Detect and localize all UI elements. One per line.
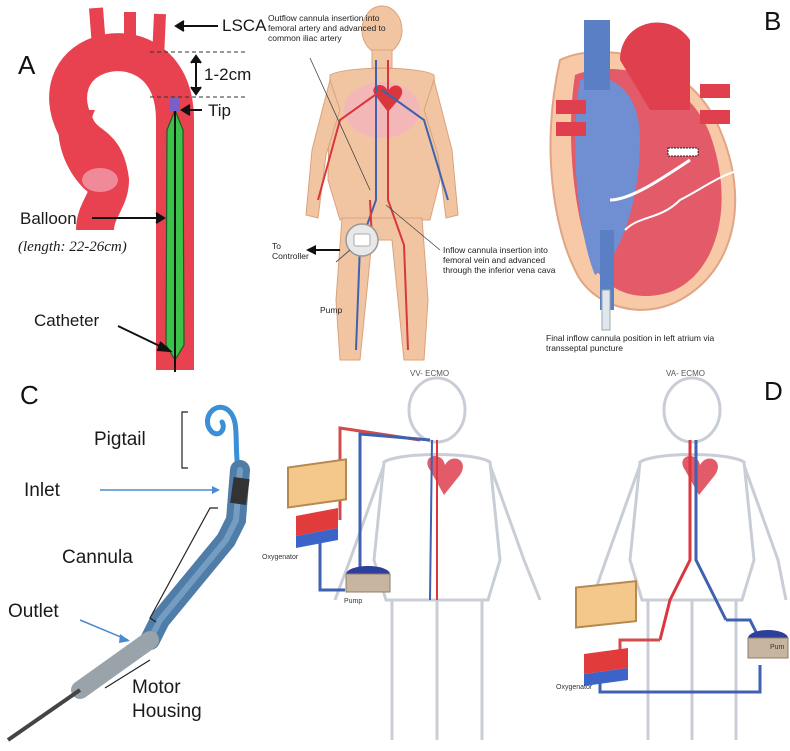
vv-oxygenator-label: Oxygenator (262, 554, 298, 561)
outflow-note: Outflow cannula insertion into femoral a… (268, 14, 388, 43)
vv-pump-label: Pump (344, 598, 362, 605)
to-controller-label: To Controller (272, 242, 312, 262)
panel-d-letter: D (764, 378, 783, 404)
va-ecmo-title: VA- ECMO (666, 370, 705, 378)
va-oxygenator-label: Oxygenator (556, 684, 592, 691)
catheter-label: Catheter (34, 312, 99, 329)
pump-label-b: Pump (320, 306, 342, 316)
panel-c-letter: C (20, 382, 39, 408)
heart-illustration (551, 20, 740, 330)
panel-d-diagram (288, 378, 788, 740)
brachiocephalic-branch (96, 8, 100, 60)
inflow-note: Inflow cannula insertion into femoral ve… (443, 246, 563, 275)
vv-ecmo-title: VV- ECMO (410, 370, 449, 378)
oxygenator-icon (288, 459, 346, 548)
catheter-shaft (8, 690, 80, 740)
balloon-length-label: (length: 22-26cm) (18, 240, 127, 255)
final-position-note: Final inflow cannula position in left at… (546, 334, 726, 354)
outlet-label: Outlet (8, 602, 59, 621)
pigtail (207, 407, 238, 470)
va-pump-label: Pum (770, 644, 784, 651)
oxygenator-icon (576, 581, 636, 686)
motor-housing-label: Motor Housing (132, 676, 242, 724)
catheter-tip (170, 97, 180, 111)
panel-b-diagram (306, 6, 740, 360)
tip-label: Tip (208, 102, 231, 119)
distance-label: 1-2cm (204, 66, 251, 83)
aortic-root-bulb (82, 168, 118, 192)
balloon-label: Balloon (20, 210, 77, 227)
panel-b-letter: B (764, 8, 781, 34)
panel-a-letter: A (18, 52, 35, 78)
cannula-label: Cannula (62, 548, 133, 567)
lsca-label: LSCA (222, 17, 266, 34)
heart-va (682, 456, 718, 495)
heart-vv (427, 456, 463, 495)
pigtail-label: Pigtail (94, 430, 146, 449)
pump-icon (346, 566, 390, 592)
inlet-label: Inlet (24, 481, 60, 500)
lsca-branch (158, 14, 160, 58)
